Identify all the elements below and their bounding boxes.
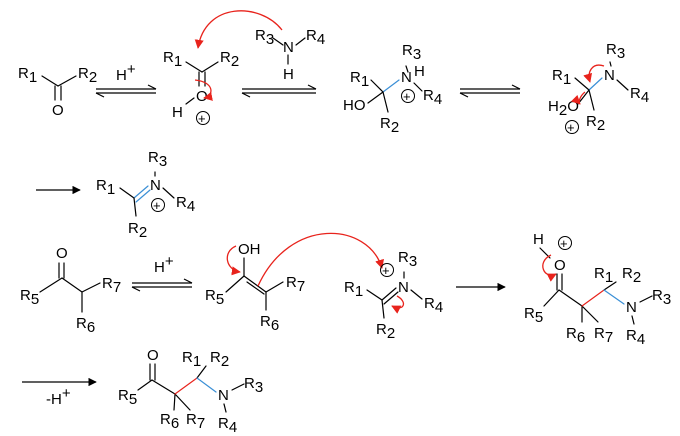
svg-text:R5: R5 — [524, 305, 543, 326]
svg-text:H+: H+ — [154, 253, 174, 276]
svg-text:R5: R5 — [118, 387, 137, 408]
svg-text:R7: R7 — [594, 325, 613, 346]
iminium-ion-electrophile: R1 R3 + N R4 R2 — [344, 249, 443, 342]
svg-text:R3: R3 — [148, 149, 167, 170]
svg-text:R4: R4 — [218, 415, 237, 436]
svg-text:N: N — [401, 69, 412, 86]
svg-text:R6: R6 — [160, 411, 179, 432]
svg-text:O: O — [56, 245, 68, 262]
svg-text:+: + — [560, 236, 568, 251]
svg-text:R1: R1 — [182, 349, 201, 370]
svg-text:R3: R3 — [255, 27, 274, 48]
svg-text:R2: R2 — [376, 321, 395, 342]
svg-text:R3: R3 — [652, 287, 671, 308]
svg-text:-H+: -H+ — [46, 385, 71, 408]
svg-text:N: N — [398, 279, 409, 296]
curved-arrow-pi-to-oxygen — [194, 79, 213, 101]
deprotonation-arrow: -H+ — [22, 377, 97, 408]
svg-text:R1: R1 — [594, 265, 613, 286]
svg-text:OH: OH — [238, 241, 261, 258]
svg-text:R7: R7 — [186, 411, 205, 432]
svg-text:+: + — [567, 120, 575, 135]
iminium-ion: R1 R3 N R4 R2 + — [96, 149, 195, 241]
enol: OH R5 R7 R6 — [205, 232, 384, 334]
equilibrium-arrow-1: H+ — [95, 61, 157, 98]
svg-text:R3: R3 — [398, 249, 417, 270]
svg-text:O: O — [196, 88, 208, 105]
svg-text:R2: R2 — [78, 65, 97, 86]
svg-text:R1: R1 — [18, 65, 37, 86]
equilibrium-arrow-3 — [459, 84, 521, 98]
mannich-base-product: O R5 R6 R7 R1 R2 N R3 R4 — [118, 347, 263, 436]
svg-text:R1: R1 — [96, 177, 115, 198]
svg-text:R5: R5 — [205, 287, 224, 308]
svg-text:R4: R4 — [630, 85, 649, 106]
svg-text:H: H — [172, 104, 183, 121]
equilibrium-arrow-4: H+ — [131, 253, 193, 292]
svg-text:R2: R2 — [380, 115, 399, 136]
svg-text:H: H — [414, 63, 425, 80]
svg-text:R2: R2 — [586, 113, 605, 134]
svg-text:O: O — [147, 347, 159, 364]
svg-text:R7: R7 — [286, 274, 305, 295]
svg-text:R1: R1 — [552, 67, 571, 88]
svg-text:HO: HO — [343, 97, 366, 114]
ketone-r5-r7: O R5 R7 R6 — [20, 245, 121, 336]
svg-text:O: O — [52, 102, 64, 119]
tetrahedral-ammonium-intermediate: R1 R3 N H + R4 HO R2 — [343, 42, 442, 136]
svg-text:N: N — [604, 67, 615, 84]
svg-text:R7: R7 — [102, 275, 121, 296]
svg-text:R4: R4 — [306, 27, 325, 48]
svg-text:H+: H+ — [116, 61, 136, 84]
ketone: R1 R2 O — [18, 65, 97, 119]
svg-text:R3: R3 — [244, 375, 263, 396]
svg-text:R2: R2 — [128, 220, 147, 241]
svg-text:R6: R6 — [76, 315, 95, 336]
svg-text:R4: R4 — [423, 87, 442, 108]
equilibrium-arrow-2 — [241, 84, 317, 98]
svg-text:O: O — [554, 257, 566, 274]
protonated-hemiaminal: R1 R3 N R4 R2 H2O + — [548, 41, 649, 135]
svg-text:+: + — [382, 263, 390, 278]
svg-text:R2: R2 — [622, 265, 641, 286]
svg-text:N: N — [626, 299, 637, 316]
svg-text:R2: R2 — [210, 349, 229, 370]
amine: R3 N R4 H — [255, 27, 325, 83]
svg-text:+: + — [198, 111, 206, 126]
svg-text:H: H — [283, 66, 294, 83]
svg-text:R3: R3 — [402, 42, 421, 63]
protonated-carbonyl: R1 R2 O H + — [163, 49, 239, 126]
svg-text:R4: R4 — [424, 295, 443, 316]
svg-text:R6: R6 — [260, 313, 279, 334]
svg-text:+: + — [153, 198, 161, 213]
svg-text:R6: R6 — [566, 325, 585, 346]
svg-text:R2: R2 — [220, 49, 239, 70]
svg-text:R4: R4 — [626, 327, 645, 348]
svg-text:H: H — [533, 231, 544, 248]
svg-text:R3: R3 — [606, 41, 625, 62]
svg-text:N: N — [218, 387, 229, 404]
svg-text:R1: R1 — [350, 69, 369, 90]
svg-text:R4: R4 — [176, 194, 195, 215]
svg-text:R1: R1 — [344, 279, 363, 300]
curved-arrow-amine-attack — [194, 10, 283, 49]
svg-text:H2O: H2O — [548, 98, 579, 119]
svg-text:N: N — [283, 39, 294, 56]
protonated-mannich-product: H + O R5 R6 R7 R1 R2 N R3 R4 — [524, 231, 671, 348]
svg-text:+: + — [403, 89, 411, 104]
svg-text:R1: R1 — [163, 49, 182, 70]
svg-text:N: N — [150, 177, 161, 194]
svg-text:R5: R5 — [20, 287, 39, 308]
